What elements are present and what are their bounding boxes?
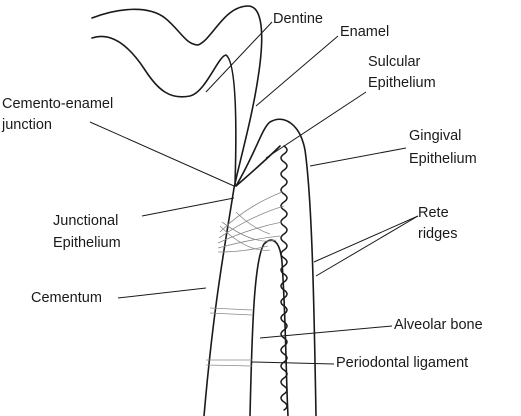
- leader-cemento-enamel-junction: [90, 122, 234, 186]
- label-cej-line2: junction: [2, 116, 52, 135]
- label-sulcular-line1: Sulcular: [368, 53, 420, 72]
- fibre-line: [220, 192, 282, 232]
- label-rete-line1: Rete: [418, 204, 449, 223]
- label-cementum: Cementum: [31, 289, 102, 308]
- fibre-line: [236, 212, 270, 234]
- fibre-line: [210, 308, 252, 310]
- label-sulcular-line2: Epithelium: [368, 74, 436, 93]
- label-junctional-line2: Epithelium: [53, 234, 121, 253]
- alveolar-bone-outline: [250, 240, 288, 416]
- label-enamel: Enamel: [340, 23, 389, 42]
- leader-rete-ridges: [314, 216, 418, 262]
- leader-gingival-epithelium: [310, 148, 406, 166]
- label-dentine: Dentine: [273, 10, 323, 29]
- leader-enamel: [256, 36, 338, 106]
- leader-rete-ridges: [316, 216, 418, 276]
- fibre-line: [206, 365, 252, 366]
- leader-dentine: [206, 22, 272, 92]
- leader-junctional-epithelium: [142, 198, 234, 216]
- leader-alveolar-bone: [260, 326, 392, 338]
- label-junctional-line1: Junctional: [53, 212, 118, 231]
- label-gingival-line2: Epithelium: [409, 150, 477, 169]
- fibre-line: [210, 313, 252, 315]
- leader-sulcular-epithelium: [266, 92, 366, 158]
- label-alveolar-bone: Alveolar bone: [394, 316, 483, 335]
- enamel-outer-outline: [92, 6, 262, 416]
- leader-cementum: [118, 288, 206, 298]
- label-gingival-line1: Gingival: [409, 127, 461, 146]
- dentine-enamel-boundary: [92, 36, 236, 185]
- leader-periodontal-ligament: [252, 362, 334, 364]
- label-rete-line2: ridges: [418, 225, 458, 244]
- label-periodontal-ligament: Periodontal ligament: [336, 354, 468, 373]
- label-cej-line1: Cemento-enamel: [2, 95, 113, 114]
- gingiva-outer-contour: [236, 119, 316, 416]
